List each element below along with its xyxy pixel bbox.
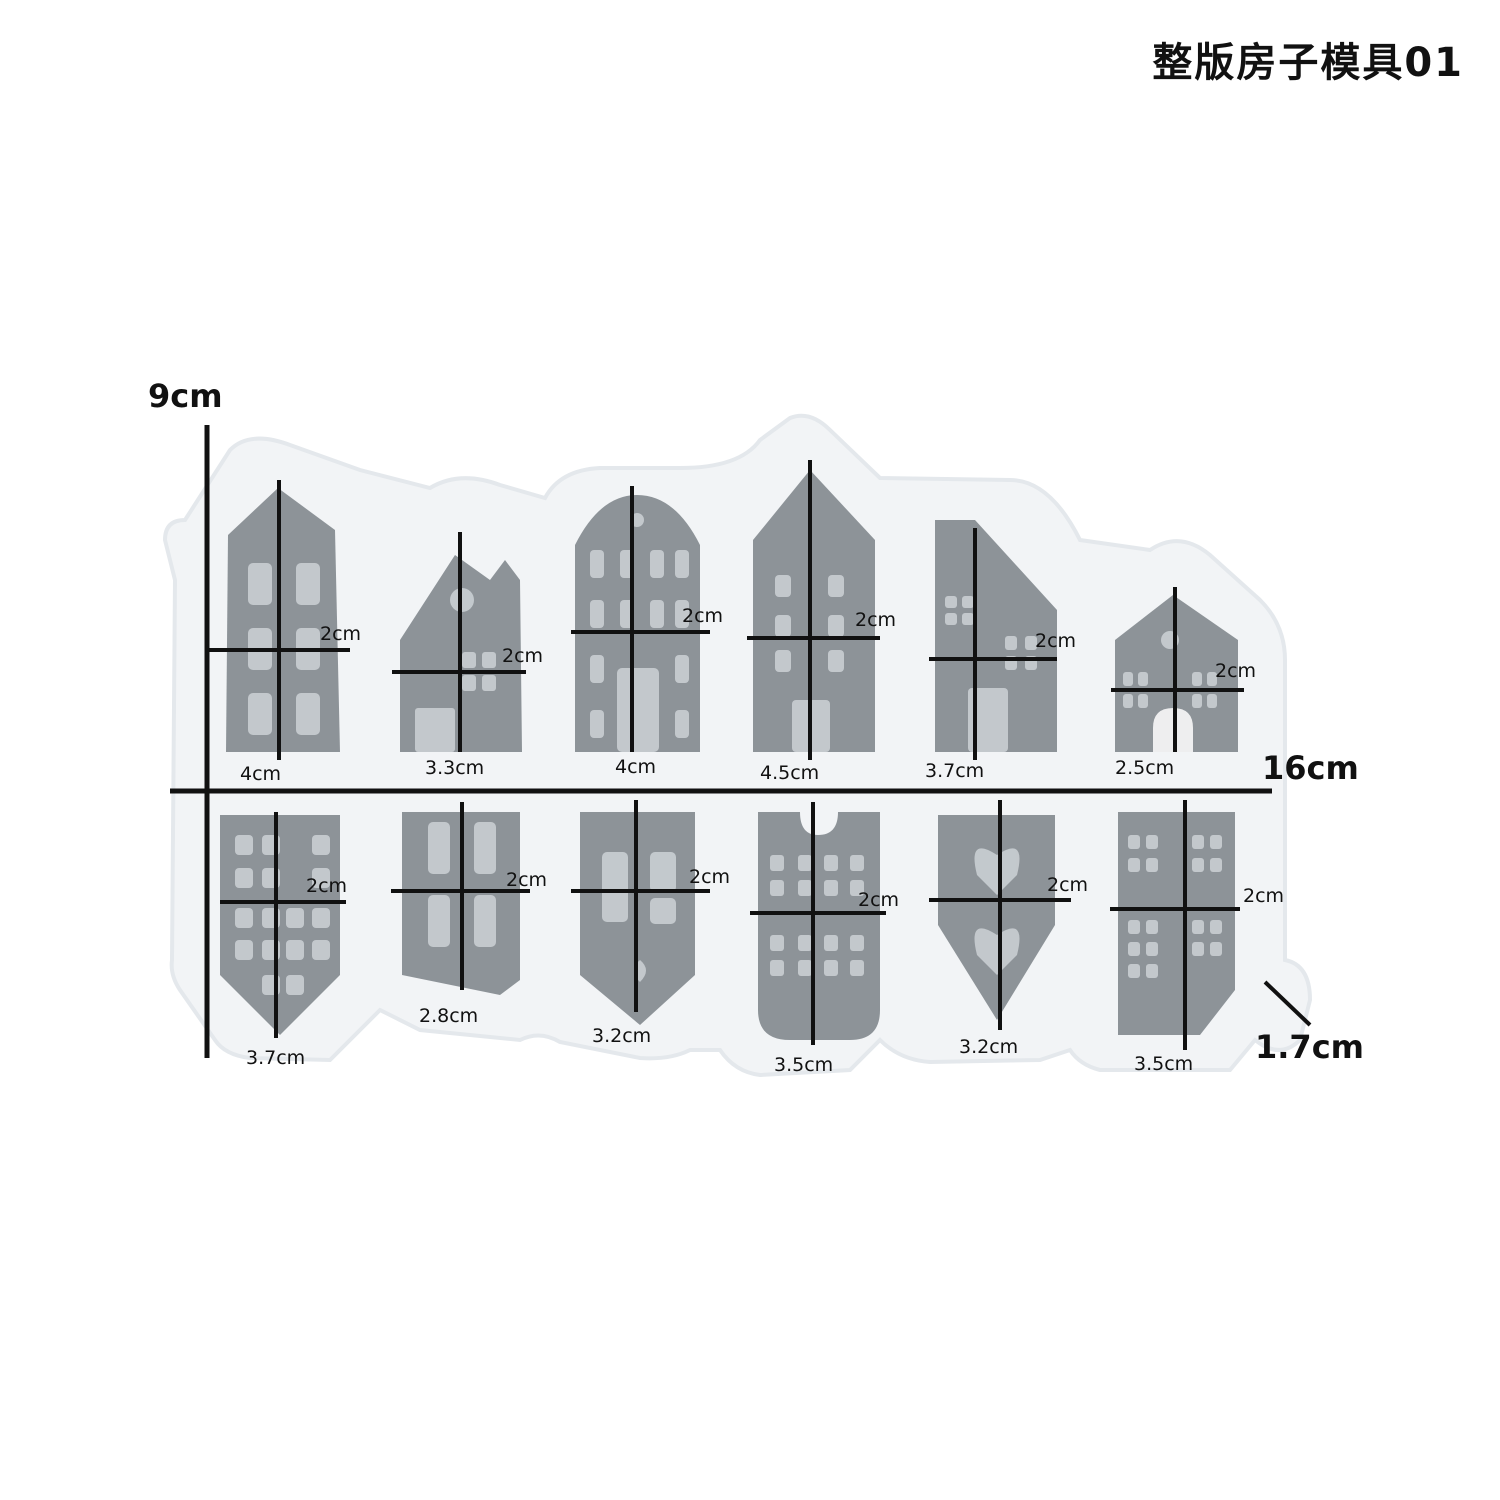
cavity-measurements: 2cm 4cm 2cm 3.3cm 2cm 4cm 2cm 4.5cm 2cm 3.7cm 2cm 2… [208,460,1284,1076]
cavity-bottom-3-height-label: 2cm [689,866,730,888]
cavity-top-3-width-label: 4cm [615,756,656,778]
cavity-bottom-4-width-label: 3.5cm [774,1054,833,1076]
overall-height-label: 9cm [148,377,223,415]
cavity-bottom-5-width-label: 3.2cm [959,1036,1018,1058]
cavity-top-1-width-label: 4cm [240,763,281,785]
depth-line [1263,980,1312,1027]
cavity-bottom-6-width-label: 3.5cm [1134,1053,1193,1075]
cavity-top-4-width-label: 4.5cm [760,762,819,784]
cavity-bottom-2-height-label: 2cm [506,869,547,891]
cavity-top-3-height-label: 2cm [682,605,723,627]
cavity-top-4 [753,470,875,752]
cavity-bottom-2-width-label: 2.8cm [419,1005,478,1027]
cavity-bottom-3-width-label: 3.2cm [592,1025,651,1047]
cavity-top-6-width-label: 2.5cm [1115,757,1174,779]
cavity-top-4-height-label: 2cm [855,609,896,631]
cavity-bottom-4 [758,812,880,1040]
cavity-bottom-5 [938,815,1055,1020]
cavity-top-2-height-label: 2cm [502,645,543,667]
cavity-top-3 [575,495,700,752]
cavity-top-1 [226,488,340,752]
overall-depth-label: 1.7cm [1255,1028,1364,1066]
cavity-top-5-width-label: 3.7cm [925,760,984,782]
cavity-bottom-6-height-label: 2cm [1243,885,1284,907]
cavity-top-5 [935,520,1057,752]
overall-width-label: 16cm [1262,749,1359,787]
cavity-top-2-width-label: 3.3cm [425,757,484,779]
page-title: 整版房子模具01 [1152,40,1464,86]
cavity-top-1-height-label: 2cm [320,623,361,645]
cavity-top-5-height-label: 2cm [1035,630,1076,652]
window-details [235,513,1222,995]
cavity-bottom-1-height-label: 2cm [306,875,347,897]
top-row-cavities [226,470,1238,752]
cavity-top-6-height-label: 2cm [1215,660,1256,682]
cavity-bottom-4-height-label: 2cm [858,889,899,911]
cavity-bottom-5-height-label: 2cm [1047,874,1088,896]
cavity-bottom-1-width-label: 3.7cm [246,1047,305,1069]
overall-dimension-lines [170,425,1312,1058]
